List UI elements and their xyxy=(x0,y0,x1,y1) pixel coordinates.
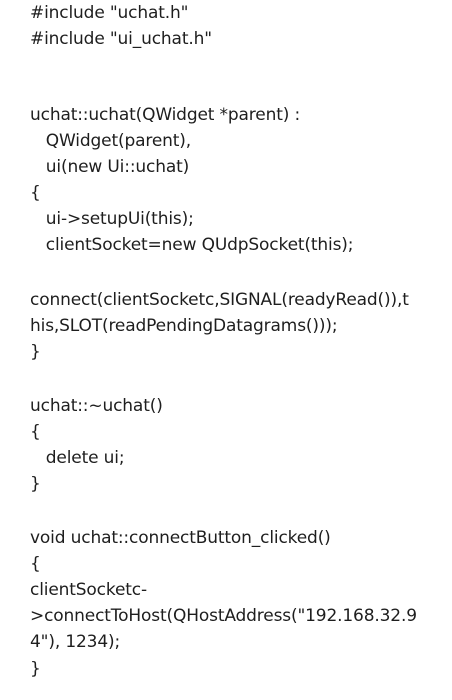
code-document: #include "uchat.h" #include "ui_uchat.h"… xyxy=(30,0,430,679)
code-line: 4"), 1234); xyxy=(30,632,121,652)
code-line: clientSocketc- xyxy=(30,580,147,600)
code-line: ui->setupUi(this); xyxy=(30,209,194,229)
code-line: { xyxy=(30,422,41,442)
code-line: { xyxy=(30,183,41,203)
code-line: void uchat::connectButton_clicked() xyxy=(30,528,331,548)
code-line: uchat::uchat(QWidget *parent) : xyxy=(30,105,301,125)
code-line: ui(new Ui::uchat) xyxy=(30,157,190,177)
code-line: uchat::~uchat() xyxy=(30,396,163,416)
code-line: >connectToHost(QHostAddress("192.168.32.… xyxy=(30,606,417,626)
code-line: } xyxy=(30,474,41,494)
code-line: clientSocket=new QUdpSocket(this); xyxy=(30,235,354,255)
code-line: #include "uchat.h" xyxy=(30,3,189,23)
code-line: } xyxy=(30,659,41,679)
code-line: connect(clientSocketc,SIGNAL(readyRead()… xyxy=(30,290,409,310)
code-line: { xyxy=(30,554,41,574)
code-line: QWidget(parent), xyxy=(30,131,191,151)
code-line: } xyxy=(30,342,41,362)
code-line: his,SLOT(readPendingDatagrams())); xyxy=(30,316,338,336)
code-line: delete ui; xyxy=(30,448,125,468)
code-line: #include "ui_uchat.h" xyxy=(30,29,212,49)
